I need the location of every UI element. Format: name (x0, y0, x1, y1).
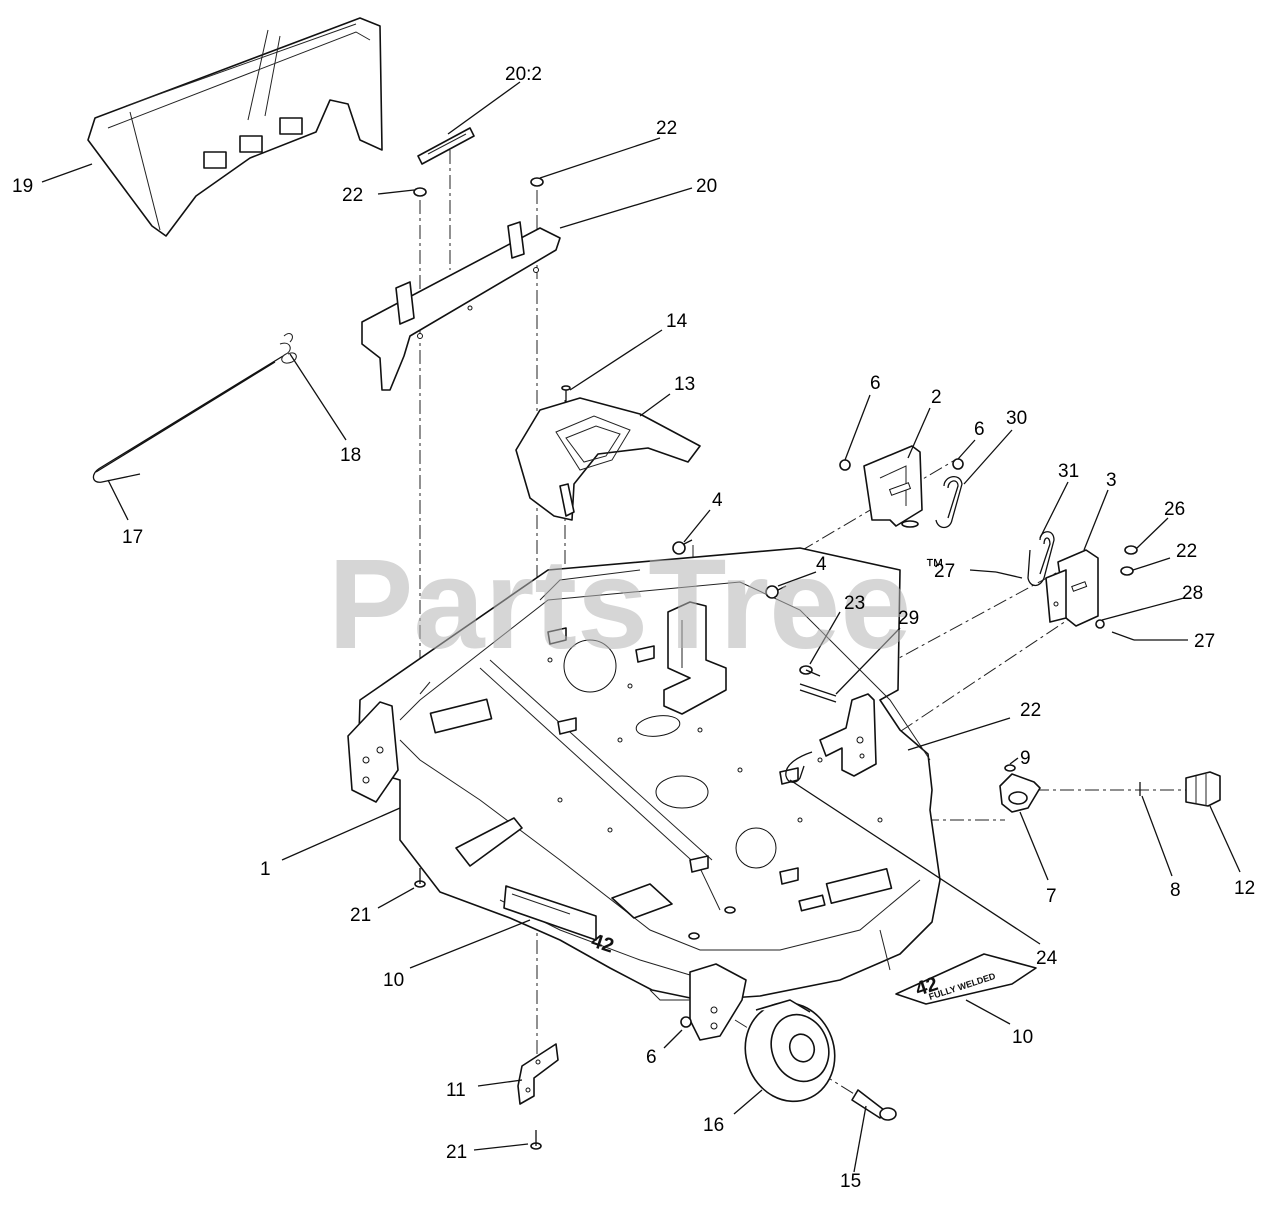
screws-part-21 (414, 868, 542, 1150)
hook-part-30 (935, 476, 963, 529)
watermark-text: PartsTree (328, 533, 912, 676)
callout-16: 16 (703, 1115, 724, 1136)
hook-part-31 (1027, 531, 1055, 587)
callout-22-right: 22 (1176, 541, 1197, 562)
bolt-part-23 (799, 665, 821, 677)
callout-23: 23 (844, 593, 865, 614)
callout-7: 7 (1046, 886, 1057, 907)
center-bracket (663, 601, 727, 715)
callout-22-lower: 22 (1020, 700, 1041, 721)
nozzle-part-12 (1185, 771, 1221, 807)
callout-12: 12 (1234, 878, 1255, 899)
callout-9: 9 (1020, 748, 1031, 769)
callout-6-right: 6 (974, 419, 985, 440)
callout-21-lower: 21 (446, 1142, 467, 1163)
rod-and-spring-parts-17-18 (92, 333, 297, 483)
pins-part-4 (672, 539, 787, 599)
rod-part-24 (785, 751, 813, 783)
watermark-trademark: ™ (925, 556, 944, 577)
callout-15: 15 (840, 1171, 861, 1192)
callout-17: 17 (122, 527, 143, 548)
hitch-bracket (819, 693, 877, 777)
screw-part-14 (561, 385, 571, 402)
decal-part-20-2 (417, 127, 475, 165)
callout-6-top: 6 (870, 373, 881, 394)
callout-27-right: 27 (1194, 631, 1215, 652)
callout-8: 8 (1170, 880, 1181, 901)
callout-27-left: 27 (934, 561, 955, 582)
caster-wheel-part-16 (744, 999, 836, 1103)
callout-22-top-right: 22 (656, 118, 677, 139)
callout-28: 28 (1182, 583, 1203, 604)
callout-4-upper: 4 (712, 490, 723, 511)
cotter-pins-part-27 (995, 571, 1135, 641)
callout-14: 14 (666, 311, 688, 332)
callout-13: 13 (674, 374, 695, 395)
fully-welded-decal-part-10: 42 FULLY WELDED (895, 953, 1037, 1005)
chute-bracket-part-20 (361, 221, 561, 391)
callout-11: 11 (446, 1080, 466, 1101)
callout-24: 24 (1036, 948, 1058, 969)
callout-6-bottom: 6 (646, 1047, 657, 1068)
bracket-part-3 (1045, 549, 1099, 627)
callout-19: 19 (12, 176, 33, 197)
callout-31: 31 (1058, 461, 1079, 482)
fitting-part-7 (999, 773, 1041, 813)
bracket-part-2 (863, 445, 923, 528)
callout-30: 30 (1006, 408, 1027, 429)
bracket-part-11 (517, 1043, 559, 1105)
callout-21-upper: 21 (350, 905, 371, 926)
washer-part-28 (1095, 619, 1105, 629)
callout-4-lower: 4 (816, 554, 827, 575)
callout-10-right: 10 (1012, 1027, 1033, 1048)
callout-1: 1 (260, 859, 271, 880)
callout-29: 29 (898, 608, 919, 629)
callout-labels: 20:2 22 20 22 19 14 13 18 17 6 2 6 30 31… (12, 64, 1255, 1192)
deck-housing-part-1 (347, 547, 941, 1041)
callout-20-2: 20:2 (505, 64, 542, 85)
bolt-part-26 (1124, 545, 1138, 555)
bolt-part-15 (851, 1089, 897, 1121)
callout-3: 3 (1106, 470, 1117, 491)
callout-20: 20 (696, 176, 717, 197)
screw-part-9 (1004, 764, 1016, 772)
cover-part-13 (515, 397, 701, 521)
callout-10-left: 10 (383, 970, 404, 991)
callout-2: 2 (931, 387, 942, 408)
callout-18: 18 (340, 445, 361, 466)
callout-22-top-left: 22 (342, 185, 363, 206)
discharge-chute-part-19 (87, 17, 383, 237)
callout-26: 26 (1164, 499, 1185, 520)
pin-part-29 (799, 683, 837, 703)
washers-part-6 (680, 458, 964, 1028)
leader-lines (41, 81, 1241, 1173)
